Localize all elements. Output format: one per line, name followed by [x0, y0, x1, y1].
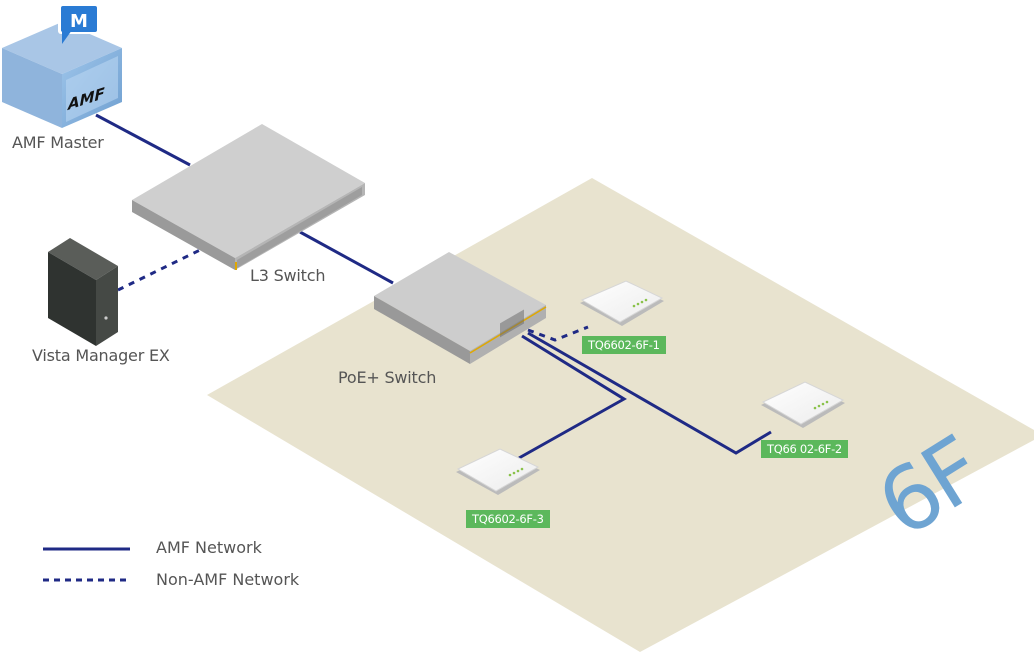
badge-letter: M	[70, 11, 88, 32]
ap2-tag: TQ66 02-6F-2	[761, 440, 848, 458]
vista-manager-icon[interactable]	[48, 238, 118, 346]
link-master-l3	[95, 113, 191, 167]
links	[95, 113, 772, 460]
legend-amf-label: AMF Network	[156, 538, 262, 557]
ap1-tag: TQ6602-6F-1	[582, 336, 666, 354]
ap3-tag: TQ6602-6F-3	[466, 510, 550, 528]
l3-switch-label: L3 Switch	[250, 266, 326, 285]
access-point-1-icon[interactable]	[580, 280, 664, 326]
l3-switch-icon[interactable]	[132, 124, 365, 270]
legend-non-amf-label: Non-AMF Network	[156, 570, 300, 589]
amf-master-label: AMF Master	[12, 133, 104, 152]
master-badge-icon: M	[58, 4, 100, 44]
poe-switch-icon[interactable]	[374, 252, 547, 364]
amf-master-icon[interactable]: AMF	[2, 22, 122, 128]
link-poe-ap3	[518, 334, 627, 460]
access-point-2-icon[interactable]	[761, 381, 845, 428]
poe-switch-label: PoE+ Switch	[338, 368, 437, 387]
link-poe-ap2	[527, 331, 772, 455]
link-vista-l3	[117, 248, 201, 292]
link-poe-ap1	[527, 325, 589, 342]
link-l3-poe	[299, 230, 394, 285]
access-point-3-icon[interactable]	[456, 448, 540, 495]
vista-manager-label: Vista Manager EX	[32, 346, 170, 365]
